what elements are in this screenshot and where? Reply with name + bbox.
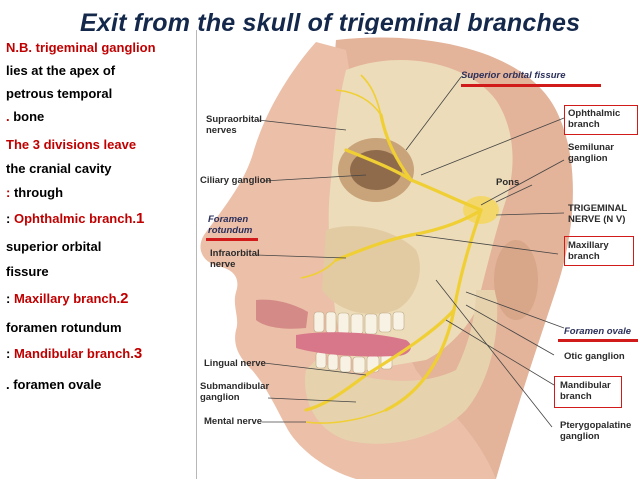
text-fragment: Ophthalmic branch. bbox=[13, 211, 137, 226]
text-fragment: : bbox=[6, 346, 14, 361]
text-line: : through bbox=[6, 185, 63, 200]
text-fragment: bone bbox=[13, 109, 45, 124]
label-mandibular-branch: Mandibular branch bbox=[560, 380, 611, 402]
label-ciliary-ganglion: Ciliary ganglion bbox=[200, 175, 272, 186]
label-supraorbital-nerves: Supraorbital nerves bbox=[206, 114, 262, 136]
ophthalmic-highlight-box bbox=[564, 105, 638, 135]
text-fragment: 1 bbox=[136, 210, 145, 227]
figure-divider bbox=[196, 30, 197, 479]
maxillary-highlight-box bbox=[564, 236, 634, 266]
skull-illustration bbox=[200, 37, 573, 479]
text-line: the cranial cavity bbox=[6, 161, 112, 176]
label-pons: Pons bbox=[496, 177, 520, 188]
text-line: fissure bbox=[6, 264, 49, 279]
text-line: : Maxillary branch.2 bbox=[6, 290, 129, 307]
text-line: . bone bbox=[6, 109, 44, 124]
text-fragment: : bbox=[6, 211, 14, 226]
label-pterygopalatine-ganglion: Pterygopalatine ganglion bbox=[560, 420, 632, 442]
slide-title: Exit from the skull of trigeminal branch… bbox=[80, 9, 581, 34]
text-fragment: 3 bbox=[133, 345, 143, 362]
text-fragment: 2 bbox=[120, 290, 129, 307]
text-line: The 3 divisions leave bbox=[6, 137, 137, 152]
label-mental-nerve: Mental nerve bbox=[204, 416, 263, 427]
text-fragment: . bbox=[6, 109, 14, 124]
label-maxillary-branch: Maxillary branch bbox=[568, 240, 609, 262]
label-ophthalmic-branch: Ophthalmic branch bbox=[568, 108, 621, 130]
text-fragment: : bbox=[6, 185, 14, 200]
label-trigeminal-nerve: TRIGEMINAL NERVE (N V) bbox=[568, 203, 628, 225]
text-fragment: Maxillary branch. bbox=[13, 291, 121, 306]
mandibular-highlight-box bbox=[554, 376, 622, 408]
label-lingual-nerve: Lingual nerve bbox=[204, 358, 266, 369]
text-line: . foramen ovale bbox=[6, 377, 102, 392]
text-line: petrous temporal bbox=[6, 86, 113, 101]
label-otic-ganglion: Otic ganglion bbox=[564, 351, 625, 362]
text-fragment: through bbox=[13, 185, 64, 200]
label-foramen-rotundum: Foramen rotundum bbox=[208, 214, 253, 236]
foramen-ovale-underline bbox=[558, 339, 638, 342]
text-line: superior orbital bbox=[6, 239, 102, 254]
text-line: : Ophthalmic branch.1 bbox=[6, 210, 144, 227]
text-line: N.B. trigeminal ganglion bbox=[6, 40, 156, 55]
text-line: foramen rotundum bbox=[6, 320, 122, 335]
label-submandibular-ganglion: Submandibular ganglion bbox=[200, 381, 270, 403]
label-foramen-ovale: Foramen ovale bbox=[564, 326, 632, 337]
label-infraorbital-nerve: Infraorbital nerve bbox=[210, 248, 260, 270]
superior-orbital-fissure-underline bbox=[461, 84, 601, 87]
anatomy-figure: Supraorbital nerves Ciliary ganglion For… bbox=[196, 30, 638, 479]
label-superior-orbital-fissure: Superior orbital fissure bbox=[461, 70, 566, 81]
label-semilunar-ganglion: Semilunar ganglion bbox=[568, 142, 614, 164]
text-line: : Mandibular branch.3 bbox=[6, 345, 142, 362]
foramen-rotundum-underline bbox=[206, 238, 258, 241]
text-fragment: : bbox=[6, 291, 14, 306]
text-fragment: Mandibular branch. bbox=[13, 346, 134, 361]
text-line: lies at the apex of bbox=[6, 63, 116, 78]
